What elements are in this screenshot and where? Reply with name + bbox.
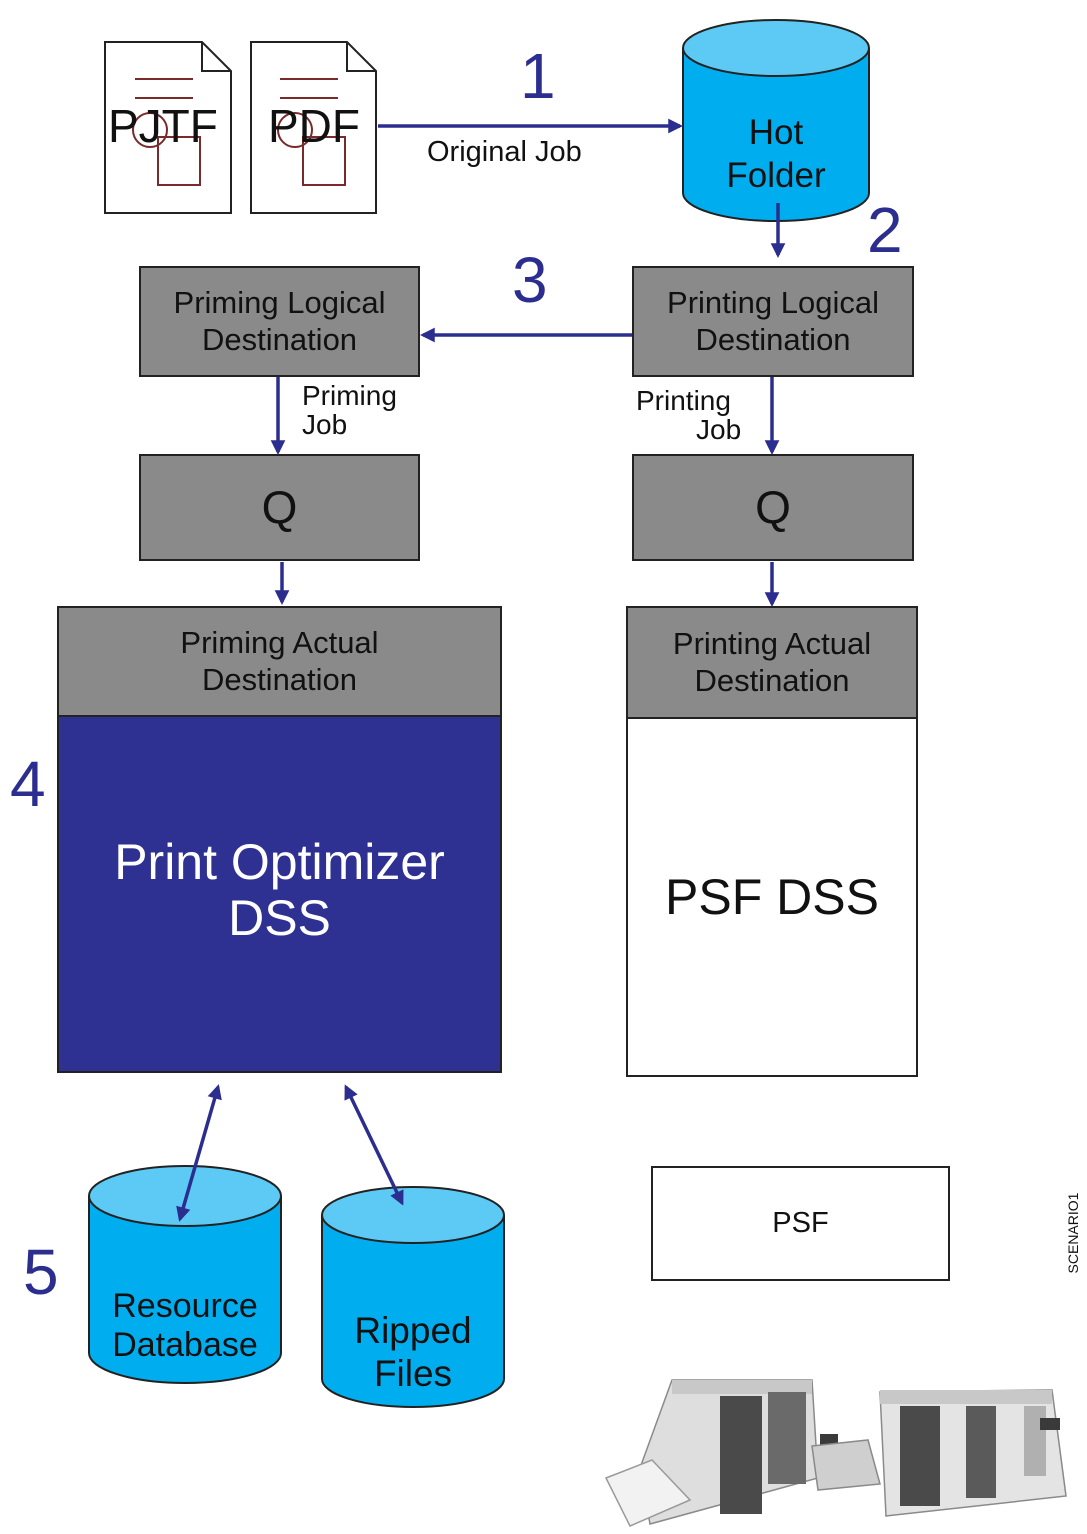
ripped-files-cylinder <box>321 1186 505 1408</box>
arrow-dss-ripped-files <box>344 1084 404 1206</box>
resource-database-line1: Resource <box>112 1287 258 1325</box>
ripped-files-line2: Files <box>373 1352 453 1394</box>
print-optimizer-dss-box: Print Optimizer DSS <box>57 715 502 1073</box>
hot-folder-line2: Folder <box>726 155 826 195</box>
printer-left-image <box>604 1379 881 1527</box>
step-3-number: 3 <box>512 244 548 316</box>
print-optimizer-dss-line1: Print Optimizer <box>114 834 445 890</box>
printing-job-label: Printing Job <box>636 386 741 445</box>
printing-logical-destination-box: Printing Logical Destination <box>632 266 914 377</box>
original-job-label: Original Job <box>427 136 582 168</box>
priming-queue-box: Q <box>139 454 420 561</box>
printing-actual-line1: Printing Actual <box>672 625 872 661</box>
priming-job-label-line2: Job <box>302 409 348 441</box>
step-4-number: 4 <box>10 748 46 820</box>
pjtf-document-icon <box>104 41 232 214</box>
step-5-number: 5 <box>23 1236 59 1308</box>
priming-logical-line2: Destination <box>201 321 358 357</box>
ripped-files-label: Ripped Files <box>322 1310 504 1395</box>
pdf-document-icon <box>250 41 377 214</box>
ripped-files-line1: Ripped <box>354 1310 472 1351</box>
resource-database-line2: Database <box>112 1326 258 1365</box>
printing-actual-destination-box: Printing Actual Destination <box>626 606 918 719</box>
printing-job-label-line1: Printing <box>636 385 731 416</box>
pjtf-label: PJTF <box>108 100 218 152</box>
hot-folder-cylinder <box>682 19 870 222</box>
printing-logical-line1: Printing Logical <box>667 284 879 320</box>
printer-right-image <box>879 1389 1067 1517</box>
step-2-number: 2 <box>867 194 903 266</box>
arrow-dss-resource-database <box>176 1084 222 1222</box>
priming-logical-line1: Priming Logical <box>173 284 386 320</box>
printing-queue-box: Q <box>632 454 914 561</box>
print-optimizer-dss-line2: DSS <box>228 890 331 946</box>
priming-actual-line1: Priming Actual <box>180 624 379 660</box>
resource-database-label: Resource Database <box>89 1287 281 1365</box>
hot-folder-line1: Hot <box>748 113 804 152</box>
priming-job-label-line1: Priming <box>302 380 397 411</box>
priming-job-label: Priming Job <box>302 381 397 440</box>
psf-box: PSF <box>651 1166 950 1281</box>
psf-dss-box: PSF DSS <box>626 717 918 1077</box>
figure-id-label: SCENARIO1 <box>1065 1192 1081 1274</box>
priming-logical-destination-box: Priming Logical Destination <box>139 266 420 377</box>
hot-folder-label: Hot Folder <box>683 112 869 197</box>
priming-actual-destination-box: Priming Actual Destination <box>57 606 502 717</box>
step-1-number: 1 <box>520 40 556 112</box>
printing-actual-line2: Destination <box>694 662 850 698</box>
printing-logical-line2: Destination <box>695 321 851 357</box>
printing-job-label-line2: Job <box>696 414 742 446</box>
pdf-label: PDF <box>268 100 360 152</box>
priming-actual-line2: Destination <box>201 661 358 697</box>
